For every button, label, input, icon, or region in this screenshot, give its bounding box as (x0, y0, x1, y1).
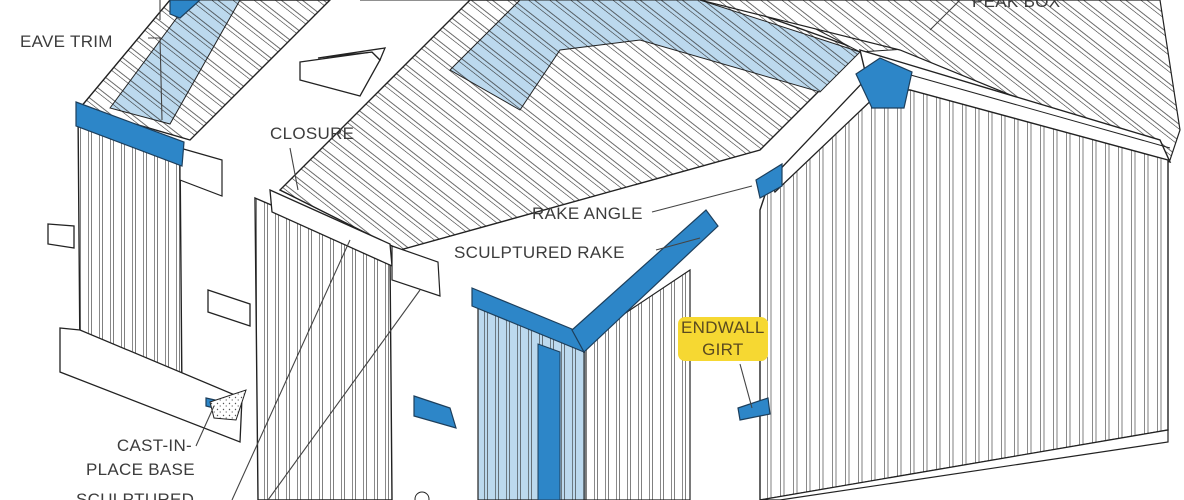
leader-lines (148, 0, 961, 500)
blue-trims (75, 0, 913, 429)
label-rake-angle: RAKE ANGLE (532, 204, 643, 223)
framed-corner (471, 209, 719, 500)
label-cast-in-place-base: CAST-IN- PLACE BASE (86, 434, 195, 482)
right-endwall (759, 79, 1169, 500)
middle-wall (254, 188, 441, 500)
label-sculptured-rake: SCULPTURED RAKE (454, 243, 625, 262)
anchor-circle (414, 491, 430, 500)
cast-base-detail (209, 389, 247, 421)
label-sculptured-bottom: SCULPTURED (76, 490, 195, 500)
label-peak-box: PEAK BOX (972, 0, 1061, 11)
roof-left-slope (78, 0, 331, 141)
label-endwall-girt-line2: GIRT (702, 340, 744, 359)
label-cast-line1: CAST-IN- (116, 436, 192, 455)
left-sidewall (59, 108, 243, 443)
label-endwall-girt-line1: ENDWALL (681, 318, 765, 337)
label-cast-line2: PLACE BASE (86, 460, 195, 479)
label-eave-trim: EAVE TRIM (20, 32, 113, 51)
label-endwall-girt: ENDWALL GIRT (678, 317, 768, 361)
label-closure: CLOSURE (270, 124, 355, 143)
